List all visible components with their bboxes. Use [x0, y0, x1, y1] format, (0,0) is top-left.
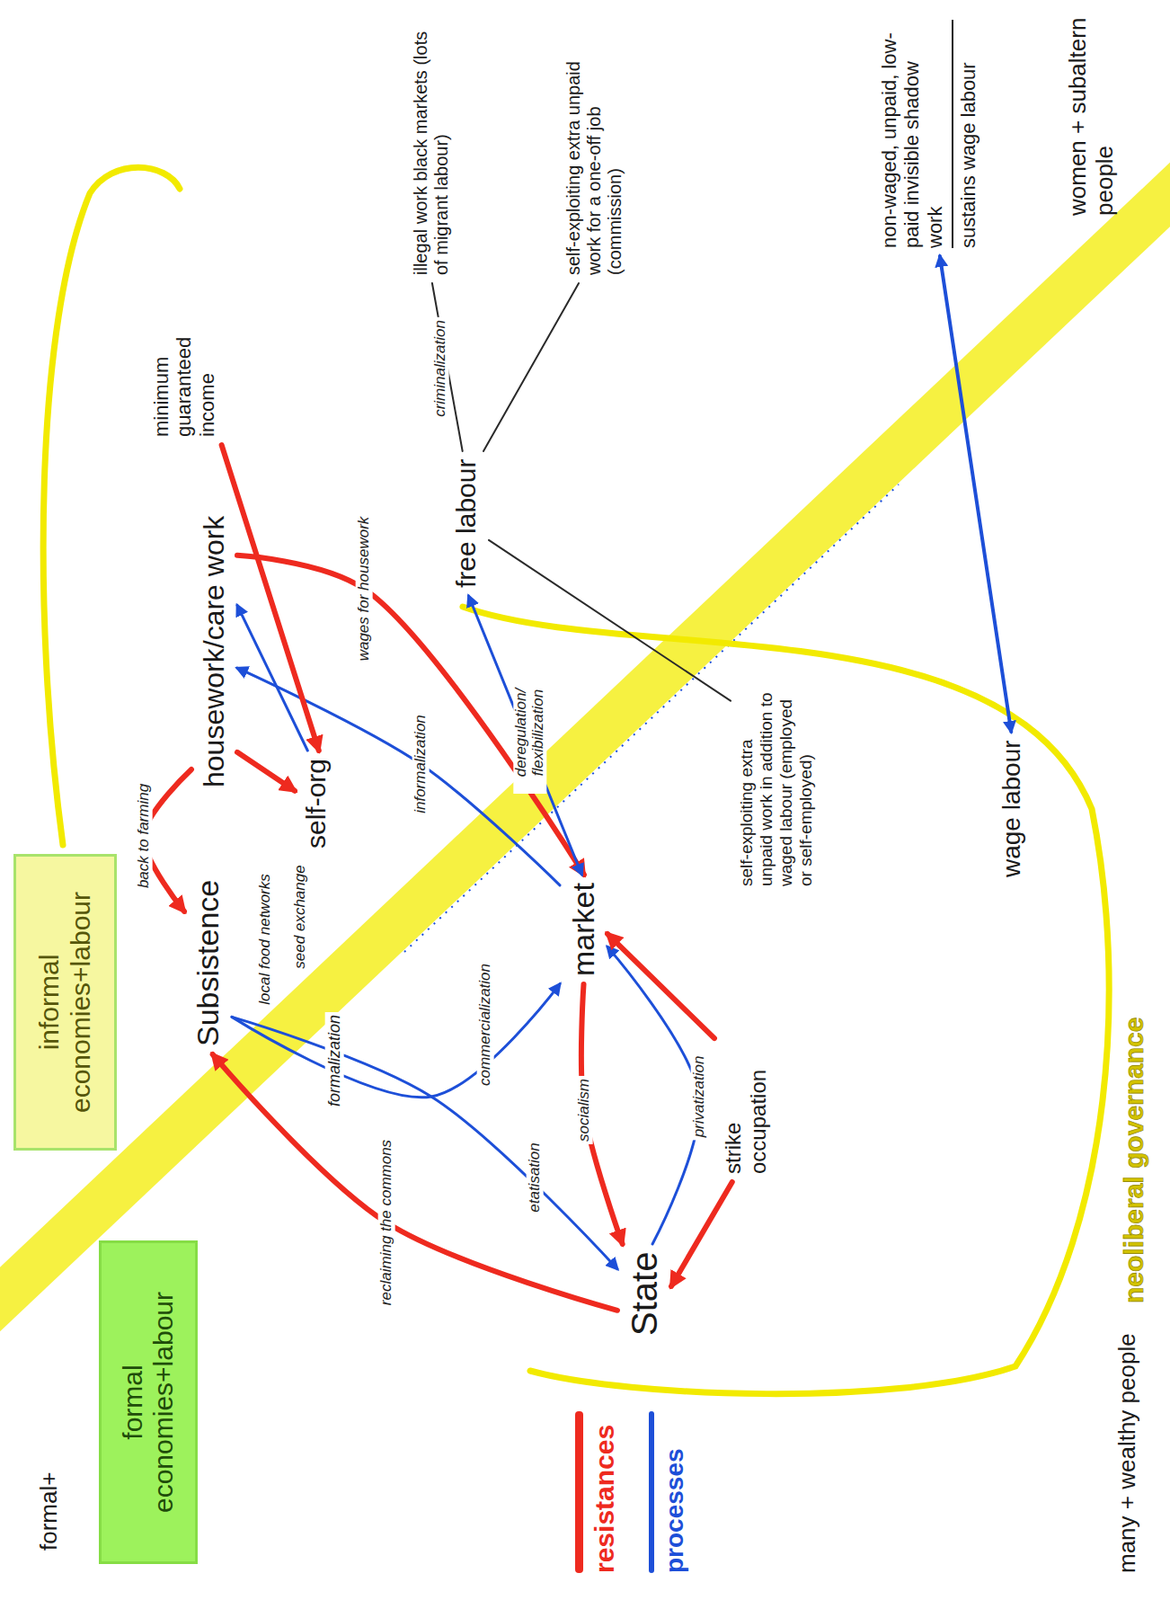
region-box: formal economies+labour — [98, 1240, 198, 1564]
node-text: illegal work black markets (lots of migr… — [410, 12, 453, 275]
group-label: women + subaltern people — [1064, 4, 1119, 216]
process-arrow — [607, 946, 701, 1244]
node-text: wage labour — [997, 739, 1027, 878]
governance-label: neoliberal governance — [1118, 1017, 1151, 1303]
legend-swatch — [648, 1410, 655, 1573]
node-text: market — [566, 882, 602, 976]
leader-line — [483, 283, 579, 452]
note-block: self-exploiting extra unpaid work for a … — [561, 17, 628, 279]
resistance-arrow — [607, 933, 715, 1038]
leader-line — [432, 283, 463, 452]
edge-label: privatization — [691, 1053, 709, 1141]
node-text: minimum guaranteed income — [150, 295, 219, 437]
edge-label: socialism — [576, 1075, 594, 1144]
group-label: many + wealthy people — [1114, 1332, 1142, 1573]
process-arrow — [231, 1016, 618, 1268]
region-box: informal economies+labour — [13, 853, 117, 1151]
edge-label: deregulation/ flexibilization — [513, 671, 547, 794]
resistance-arrow — [221, 444, 320, 751]
governance-loop — [462, 606, 1109, 1394]
process-arrow — [939, 256, 1011, 732]
node-text: Subsistence — [190, 879, 226, 1046]
resistance-arrow — [671, 1181, 733, 1286]
demand-note: minimum guaranteed income — [148, 292, 221, 441]
resistance-arrow — [237, 752, 295, 791]
process-label: formalization — [325, 1011, 345, 1109]
legend-swatch — [575, 1410, 584, 1573]
node-text: strike occupation — [720, 1045, 771, 1174]
note-block: non-waged, unpaid, low-paid invisible sh… — [876, 16, 982, 252]
resistance-label: seed exchange — [291, 861, 310, 971]
resistance-label: local food networks — [256, 870, 275, 1008]
node-text: free labour — [451, 459, 483, 588]
labour-word: free labour — [449, 455, 485, 592]
node-text: non-waged, unpaid, low-paid invisible sh… — [877, 19, 947, 249]
edge-label: informalization — [412, 711, 430, 816]
edge-label: commercialization — [477, 960, 495, 1089]
labour-word: wage labour — [995, 735, 1029, 881]
note-block: illegal work black markets (lots of migr… — [408, 8, 454, 279]
legend-text: resistances — [589, 1424, 621, 1573]
edge-label: back to farming — [135, 780, 153, 891]
node-text: self-org — [301, 758, 333, 849]
node-text: sustains wage labour — [951, 19, 980, 249]
node-text: housework/care work — [197, 515, 231, 788]
sector-word: State — [621, 1248, 667, 1339]
node-text: informal economies+labour — [34, 865, 97, 1139]
edge-label: reclaiming the commons — [378, 1136, 396, 1308]
resistance-arrow — [212, 1054, 618, 1311]
sector-word: market — [564, 878, 603, 980]
process-arrow — [231, 983, 560, 1098]
edge-label: criminalization — [432, 317, 450, 420]
edge-label: wages for housework — [355, 514, 373, 665]
legend-text: processes — [660, 1447, 690, 1573]
action-note: strike occupation — [718, 1042, 772, 1178]
sector-word: Subsistence — [188, 876, 228, 1050]
node-text: self-exploiting extra unpaid work in add… — [736, 686, 816, 887]
node-text: self-exploiting extra unpaid work for a … — [563, 21, 626, 275]
resistance-arrow — [237, 555, 585, 875]
corner-note: formal+ — [35, 1471, 63, 1551]
formal-informal-divide — [0, 170, 1170, 1321]
process-arrow — [469, 595, 583, 875]
sector-word: self-org — [299, 754, 335, 852]
edge-label: etatisation — [526, 1139, 544, 1215]
node-text: State — [623, 1251, 665, 1336]
labour-word: housework/care work — [195, 512, 233, 791]
node-text: formal economies+labour — [117, 1251, 180, 1552]
note-block: self-exploiting extra unpaid work in add… — [735, 682, 817, 890]
informal-bracket — [43, 167, 180, 845]
